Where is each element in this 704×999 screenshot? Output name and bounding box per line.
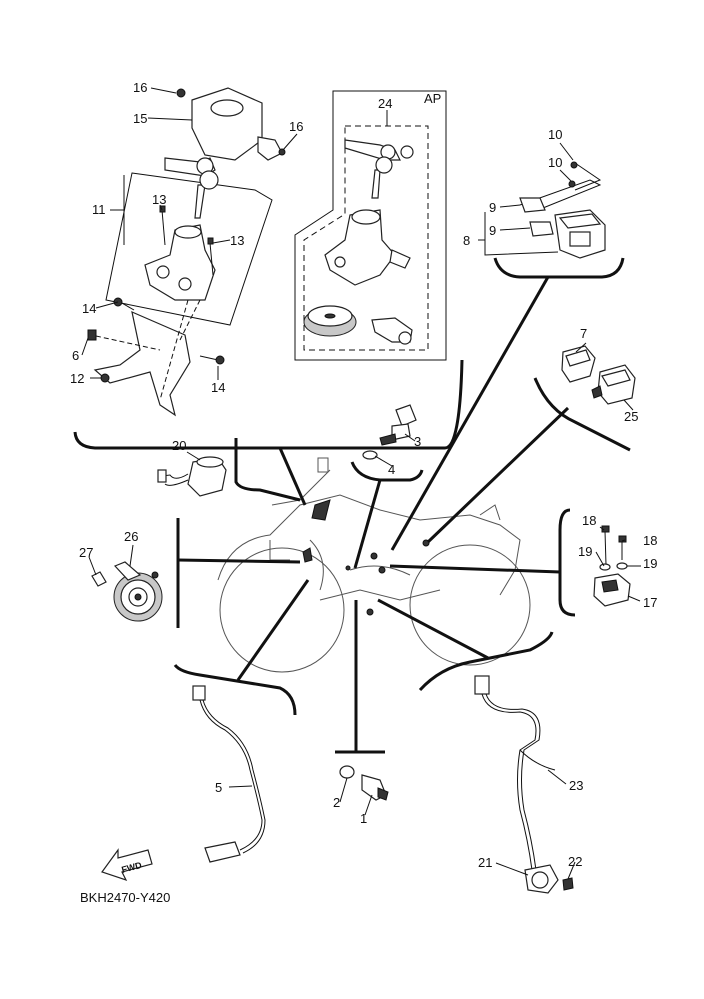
sensor-1-2 (339, 765, 389, 801)
callout-14: 14 (82, 301, 96, 316)
relay-assembly (484, 161, 606, 259)
callout-8: 8 (463, 233, 470, 248)
callout-16: 16 (133, 80, 147, 95)
kit-label: AP (424, 91, 441, 106)
oxygen-sensor-5 (192, 685, 266, 863)
callout-9: 9 (489, 223, 496, 238)
callout-leaders (81, 87, 641, 880)
callout-14: 14 (211, 380, 225, 395)
callout-6: 6 (72, 348, 79, 363)
diagram-code: BKH2470-Y420 (80, 890, 170, 905)
switch-20 (157, 456, 227, 497)
callout-13: 13 (152, 192, 166, 207)
callout-5: 5 (215, 780, 222, 795)
callout-24: 24 (378, 96, 392, 111)
callout-11: 11 (92, 202, 106, 217)
callout-7: 7 (580, 326, 587, 341)
callout-10: 10 (548, 127, 562, 142)
callout-12: 12 (70, 371, 84, 386)
callout-26: 26 (124, 529, 138, 544)
fwd-arrow-icon: FWD (101, 848, 153, 882)
key-set-kit (294, 90, 447, 361)
motorcycle-outline (217, 457, 531, 673)
relay-7-25 (561, 345, 636, 405)
callout-20: 20 (172, 438, 186, 453)
callout-17: 17 (643, 595, 657, 610)
callout-22: 22 (568, 854, 582, 869)
callout-15: 15 (133, 111, 147, 126)
callout-1: 1 (360, 811, 367, 826)
callout-10: 10 (548, 155, 562, 170)
callout-19: 19 (643, 556, 657, 571)
sensor-3-4 (362, 404, 417, 460)
callout-3: 3 (414, 434, 421, 449)
callout-13: 13 (230, 233, 244, 248)
callout-9: 9 (489, 200, 496, 215)
callout-4: 4 (388, 462, 395, 477)
callout-27: 27 (79, 545, 93, 560)
callout-numbers: 16 15 16 11 13 13 14 6 12 14 AP 24 10 10… (70, 80, 657, 905)
callout-19: 19 (578, 544, 592, 559)
horn-26 (91, 561, 163, 622)
callout-18: 18 (582, 513, 596, 528)
callout-23: 23 (569, 778, 583, 793)
callout-16: 16 (289, 119, 303, 134)
callout-2: 2 (333, 795, 340, 810)
ignition-switch-assembly (87, 87, 286, 417)
speed-sensor-21-23 (474, 675, 574, 894)
bracket-lines (73, 257, 631, 754)
callout-25: 25 (624, 409, 638, 424)
switch-17-19 (593, 525, 631, 607)
callout-21: 21 (478, 855, 492, 870)
callout-18: 18 (643, 533, 657, 548)
